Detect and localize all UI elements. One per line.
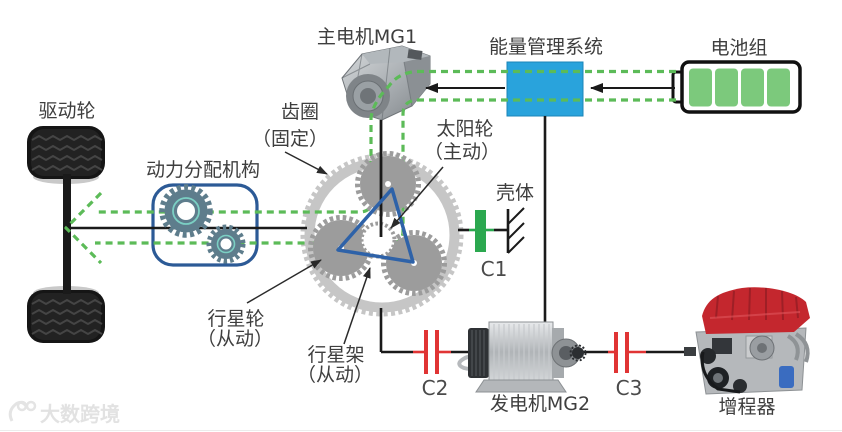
carrier-triangle	[336, 187, 415, 264]
gear-icon-large	[159, 184, 213, 238]
annotation-arrows	[246, 151, 444, 345]
axle-line	[63, 174, 71, 294]
range-extender-label: 增程器	[718, 396, 775, 418]
housing-label: 壳体	[496, 182, 534, 204]
green-arrowhead	[64, 191, 103, 265]
tire-icon-bottom	[27, 286, 105, 343]
main-motor-label: 主电机MG1	[317, 26, 417, 48]
mg1-motor-icon	[341, 45, 431, 121]
tire-icon-top	[27, 126, 105, 184]
ground-icon	[506, 207, 525, 254]
c3-label: C3	[616, 376, 643, 400]
planetary-gearset-icon	[308, 120, 447, 296]
mg2-generator-icon	[457, 321, 587, 393]
planet-carrier-label-2: （从动）	[297, 364, 373, 386]
c1-plate	[475, 210, 486, 252]
generator-label: 发电机MG2	[490, 393, 590, 415]
engine-icon	[684, 287, 810, 395]
ring-gear-label-1: 齿圈	[281, 101, 319, 123]
battery-cell	[767, 68, 790, 107]
battery-cell	[741, 68, 764, 107]
battery-cell	[715, 68, 738, 107]
ring-gear-label-2: （固定）	[252, 128, 328, 150]
arrow-sun-gear-label	[390, 166, 444, 229]
battery-cell	[689, 68, 712, 107]
battery-icon	[671, 60, 802, 114]
power-split-label: 动力分配机构	[146, 159, 260, 181]
sun-gear	[359, 221, 397, 259]
green-path-upper	[95, 69, 676, 214]
watermark-text: 大数跨境	[40, 402, 120, 426]
battery-label: 电池组	[710, 37, 767, 59]
drive-wheels	[27, 126, 105, 343]
c3-capacitor	[614, 332, 629, 373]
arrow-planet-gear-label	[246, 259, 322, 304]
gear-icon-small	[206, 224, 246, 264]
sun-gear-label-2: （主动）	[424, 141, 500, 163]
c1-capacitor	[458, 210, 508, 252]
arrow-planet-carrier-label	[343, 267, 371, 345]
c2-capacitor	[424, 330, 439, 374]
c1-label: C1	[481, 257, 508, 281]
watermark-logo-icon	[8, 400, 37, 422]
sun-gear-label-1: 太阳轮	[436, 118, 493, 140]
planet-gear-label-2: （从动）	[197, 328, 273, 350]
c2-label: C2	[422, 376, 449, 400]
drive-wheel-label: 驱动轮	[38, 100, 95, 122]
planet-gear-top	[355, 151, 421, 217]
watermark: 大数跨境	[8, 400, 120, 426]
arrow-ring-gear-label	[284, 151, 328, 175]
planet-carrier-label-1: 行星架	[307, 344, 364, 366]
planet-gear-label-1: 行星轮	[207, 308, 264, 330]
ems-label: 能量管理系统	[489, 36, 603, 58]
